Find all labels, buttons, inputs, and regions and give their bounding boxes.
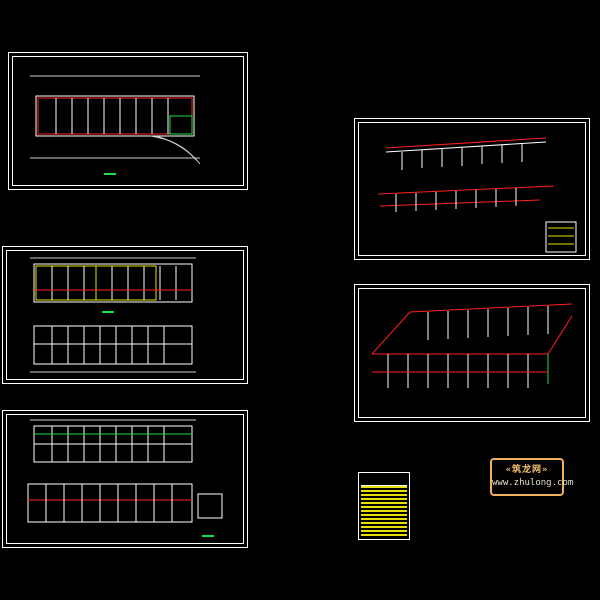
sheet-floor-plans-a xyxy=(2,246,248,384)
site-plan-drawing xyxy=(30,75,201,175)
isometric-a-drawing xyxy=(377,137,577,253)
material-table xyxy=(358,472,410,540)
watermark-stamp: «筑龙网» www.zhulong.com xyxy=(490,458,574,496)
material-table-rows xyxy=(361,486,407,537)
sheet-floor-plans-b xyxy=(2,410,248,548)
sheet-site-plan xyxy=(8,52,248,190)
isometric-b-drawing xyxy=(371,303,573,388)
floor-plans-b-drawing xyxy=(27,419,223,537)
material-table-header xyxy=(361,475,407,486)
sheet-isometric-a xyxy=(354,118,590,260)
floor-plans-a-drawing xyxy=(30,257,196,373)
sheet-isometric-b xyxy=(354,284,590,422)
stamp-line2: www.zhulong.com xyxy=(492,478,574,488)
stamp-line1: «筑龙网» xyxy=(505,465,549,475)
